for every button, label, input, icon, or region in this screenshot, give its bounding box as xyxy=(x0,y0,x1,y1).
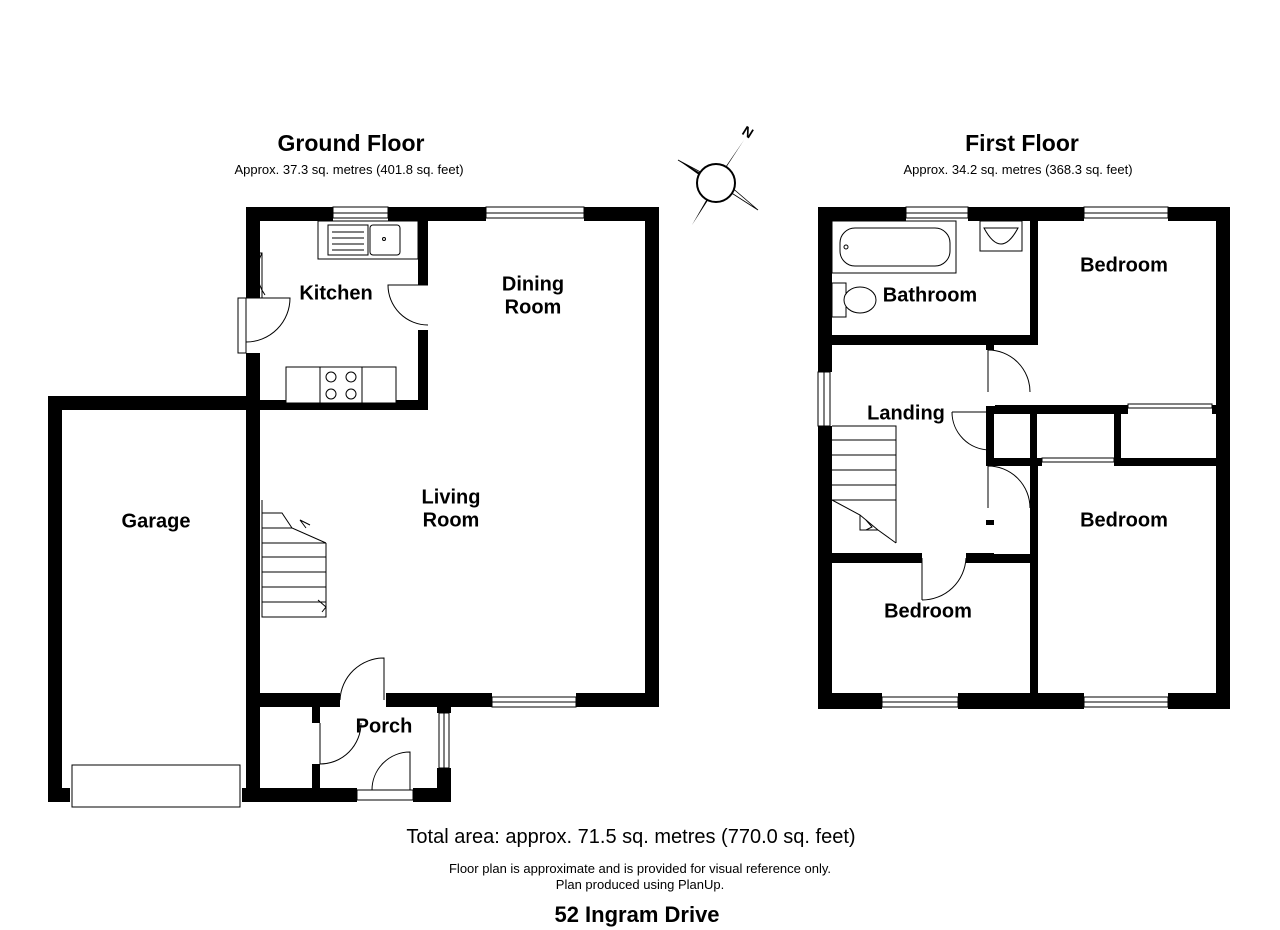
room-bedroom-right: Bedroom xyxy=(1080,509,1168,532)
room-bathroom: Bathroom xyxy=(882,284,978,307)
ground-floor-title: Ground Floor xyxy=(277,130,425,156)
room-bedroom-top: Bedroom xyxy=(1080,254,1168,277)
compass-icon xyxy=(677,140,759,225)
ground-stairs xyxy=(261,500,327,618)
first-floor-walls xyxy=(818,207,1230,709)
room-kitchen: Kitchen xyxy=(299,282,373,305)
first-floor-doors xyxy=(921,349,1031,601)
room-bedroom-bottom: Bedroom xyxy=(884,600,972,623)
room-landing: Landing xyxy=(867,402,945,425)
total-area: Total area: approx. 71.5 sq. metres (770… xyxy=(406,826,856,848)
room-porch: Porch xyxy=(355,715,413,738)
room-living-line1: Living xyxy=(421,486,481,509)
room-dining-line1: Dining xyxy=(501,273,565,296)
disclaimer-line2: Plan produced using PlanUp. xyxy=(555,877,725,892)
disclaimer-line1: Floor plan is approximate and is provide… xyxy=(448,861,832,876)
first-floor-area: Approx. 34.2 sq. metres (368.3 sq. feet) xyxy=(903,162,1133,177)
first-stairs xyxy=(831,425,897,544)
ground-floor-windows xyxy=(71,206,585,808)
room-dining-line2: Room xyxy=(504,296,562,319)
bathroom-fixtures xyxy=(831,220,1023,318)
room-living-line2: Room xyxy=(422,509,480,532)
first-floor-title: First Floor xyxy=(965,130,1079,156)
room-garage: Garage xyxy=(121,510,191,533)
ground-floor-area: Approx. 37.3 sq. metres (401.8 sq. feet) xyxy=(234,162,464,177)
ground-floor-doors xyxy=(245,252,429,791)
first-floor-windows xyxy=(817,206,1213,708)
property-address: 52 Ingram Drive xyxy=(554,902,720,927)
kitchen-fixtures xyxy=(285,220,419,404)
